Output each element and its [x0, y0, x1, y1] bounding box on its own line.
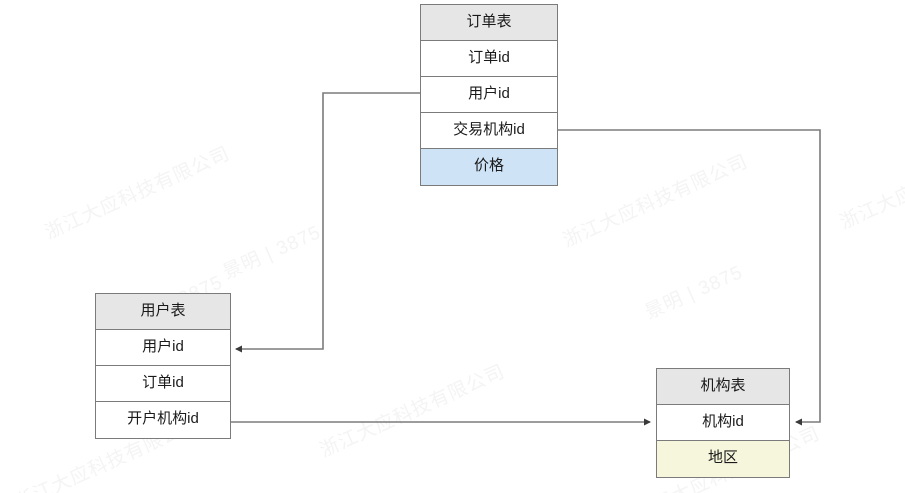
- order-table-header: 订单表: [421, 5, 557, 41]
- order-table-field[interactable]: 价格: [421, 149, 557, 185]
- agency-table-field[interactable]: 机构id: [657, 405, 789, 441]
- user-table-field[interactable]: 订单id: [96, 366, 230, 402]
- watermark-text: 浙江大应科技有限公司: [837, 133, 905, 234]
- watermark-text: 浙江大应科技有限公司: [42, 143, 234, 244]
- watermark-text: 浙江大应科技有限公司: [317, 361, 509, 462]
- order-table-field[interactable]: 订单id: [421, 41, 557, 77]
- user-table-field[interactable]: 开户机构id: [96, 402, 230, 438]
- order-table-field[interactable]: 交易机构id: [421, 113, 557, 149]
- order-table-field[interactable]: 用户id: [421, 77, 557, 113]
- agency-table-field[interactable]: 地区: [657, 441, 789, 477]
- edge-order-userid-to-user-userid: [235, 92, 420, 353]
- user-table-field[interactable]: 用户id: [96, 330, 230, 366]
- watermark-text: 浙江大应科技有限公司: [560, 151, 752, 252]
- watermark-text: 景明 | 3875: [642, 261, 747, 324]
- watermark-text: 景明 | 3875: [220, 221, 325, 284]
- user-table-header: 用户表: [96, 294, 230, 330]
- agency-table-header: 机构表: [657, 369, 789, 405]
